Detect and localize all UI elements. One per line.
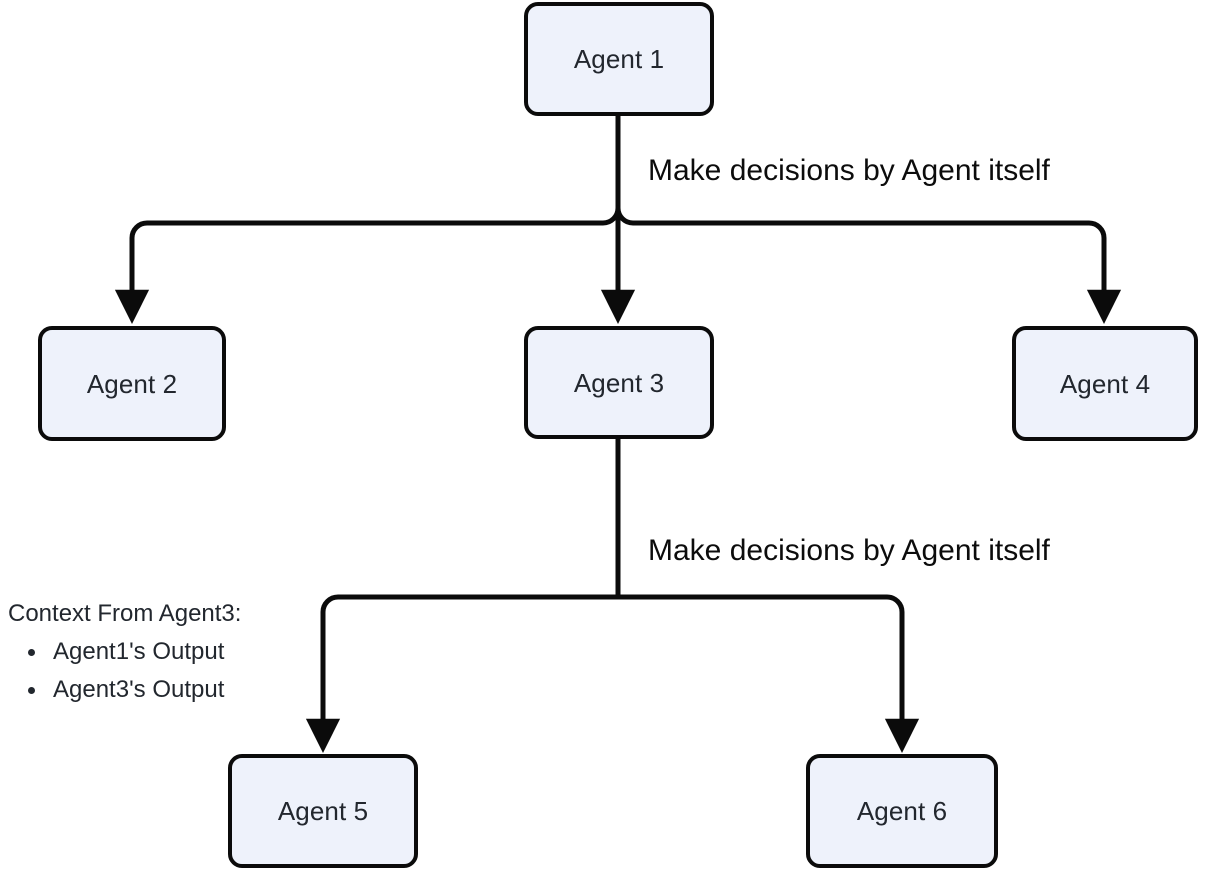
node-agent5-label: Agent 5 bbox=[277, 796, 369, 826]
node-agent6[interactable]: Agent 6 bbox=[806, 754, 998, 868]
edge-label-level-1: Make decisions by Agent itself bbox=[648, 154, 1050, 187]
node-agent3[interactable]: Agent 3 bbox=[524, 326, 714, 439]
node-agent1-label: Agent 1 bbox=[573, 44, 665, 74]
context-note-list: Agent1's Output Agent3's Output bbox=[8, 640, 241, 702]
edge-bus-level-1 bbox=[129, 205, 1107, 239]
context-note-item: Agent1's Output bbox=[8, 640, 241, 664]
node-agent5[interactable]: Agent 5 bbox=[228, 754, 418, 868]
node-agent6-label: Agent 6 bbox=[856, 796, 948, 826]
node-agent4-label: Agent 4 bbox=[1059, 368, 1151, 399]
node-agent4[interactable]: Agent 4 bbox=[1012, 326, 1198, 441]
context-note: Context From Agent3: Agent1's Output Age… bbox=[8, 602, 241, 702]
node-agent2-label: Agent 2 bbox=[86, 368, 178, 399]
context-note-title: Context From Agent3: bbox=[8, 600, 242, 627]
context-note-item: Agent3's Output bbox=[8, 678, 241, 702]
node-agent2[interactable]: Agent 2 bbox=[38, 326, 226, 441]
node-agent3-label: Agent 3 bbox=[573, 367, 665, 398]
edge-bus-level-2 bbox=[320, 594, 905, 613]
node-agent1[interactable]: Agent 1 bbox=[524, 2, 714, 116]
edge-label-level-2: Make decisions by Agent itself bbox=[648, 534, 1050, 567]
